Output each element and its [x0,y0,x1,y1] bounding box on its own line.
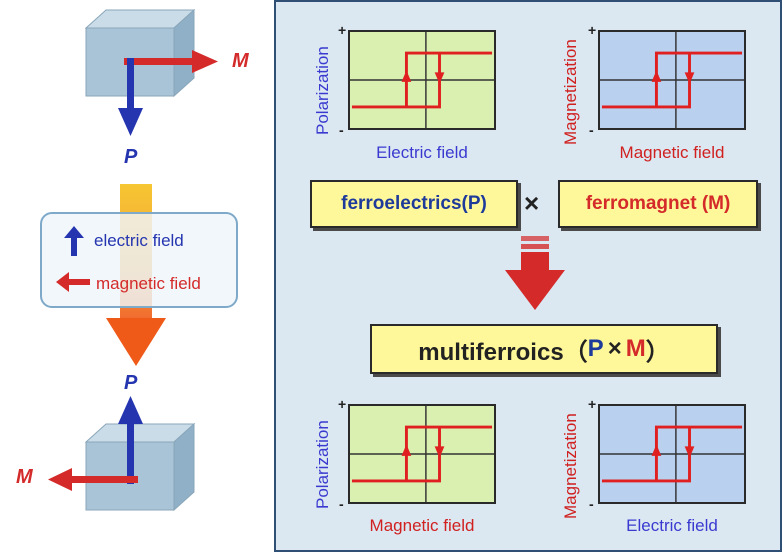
magnetic-field-arrow [56,272,90,292]
loop-direction-arrow [684,446,695,458]
electric-field-arrow [64,226,84,256]
loop-direction-arrow [401,70,412,82]
hysteresis-loop-graphic [350,32,494,128]
magnetic-field-label: magnetic field [96,274,201,293]
bottom-m-label: M [16,466,33,488]
plot-plus-sign: + [338,396,347,412]
plot-y-label: Magnetization [561,413,580,519]
bottom-m-arrow [48,468,138,491]
plot-plus-sign: + [588,22,597,38]
ferroelectrics-box: ferroelectrics(P) [310,180,518,228]
top-m-arrow [124,50,218,73]
loop-direction-arrow [684,72,695,84]
plot-x-label: Magnetic field [369,516,475,535]
electric-field-label: electric field [94,231,184,250]
hysteresis-plot-polarization-electric [348,30,496,130]
plot-y-label: Polarization [313,420,332,509]
hysteresis-plot-magnetization-electric [598,404,746,504]
bottom-p-arrow [118,396,143,484]
hysteresis-loop-graphic [600,32,744,128]
bottom-p-label: P [124,372,138,394]
loop-direction-arrow [434,72,445,84]
ferromagnet-box: ferromagnet (M) [558,180,758,228]
plot-minus-sign: - [589,496,594,512]
hysteresis-plot-polarization-magnetic [348,404,496,504]
hysteresis-loop-graphic [350,406,494,502]
multiferroics-box: multiferroics（ P × M ） [370,324,718,374]
ferromagnet-label: ferromagnet (M) [585,193,731,214]
plot-minus-sign: - [339,122,344,138]
loop-direction-arrow [401,444,412,456]
multiferroics-m: M [625,335,646,362]
combine-down-arrow [505,236,565,310]
loop-direction-arrow [434,446,445,458]
top-p-label: P [124,146,138,168]
plot-plus-sign: + [338,22,347,38]
loop-direction-arrow [651,444,662,456]
plot-x-label: Electric field [626,516,718,535]
multiferroics-p: P [587,335,604,362]
top-p-arrow [118,58,143,136]
hysteresis-plot-magnetization-magnetic [598,30,746,130]
stimulus-legend-box: electric field magnetic field [40,212,238,308]
plot-minus-sign: - [339,496,344,512]
ferroelectrics-label: ferroelectrics(P) [341,193,487,214]
loop-direction-arrow [651,70,662,82]
plot-y-label: Magnetization [561,39,580,145]
multiferroics-label: multiferroics（ [418,338,588,366]
plot-plus-sign: + [588,396,597,412]
multiferroics-close: ） [645,338,670,366]
plot-minus-sign: - [589,122,594,138]
plot-x-label: Electric field [376,143,468,162]
top-m-label: M [232,50,249,72]
product-sign: × [524,188,540,218]
hysteresis-loop-graphic [600,406,744,502]
multiferroics-times: × [607,335,622,362]
plot-x-label: Magnetic field [619,143,725,162]
plot-y-label: Polarization [313,46,332,135]
